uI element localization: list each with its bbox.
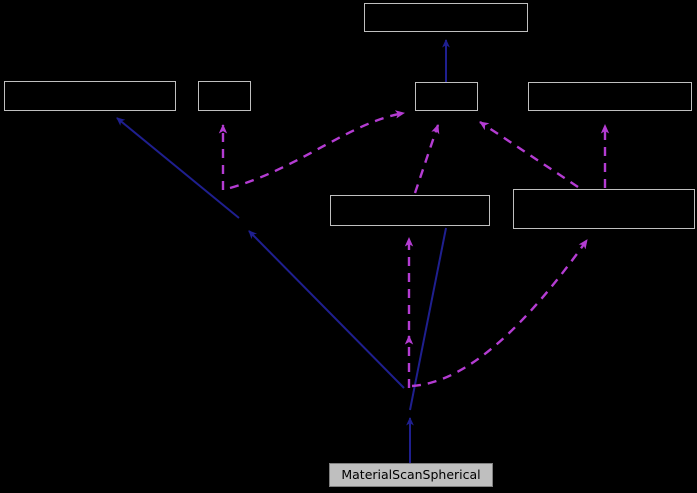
class-node-row2-small[interactable] <box>198 81 251 111</box>
edge-inheritance-row2-left <box>116 117 405 389</box>
edge-usage-junction-to-center <box>229 110 405 190</box>
class-node-top-center[interactable] <box>364 3 528 32</box>
class-node-row3-center[interactable] <box>330 195 490 226</box>
edge-usage-bottom-to-row3right <box>411 239 588 388</box>
edge-usage-row3center-to-row2center <box>413 124 440 194</box>
class-node-label: MaterialScanSpherical <box>341 466 481 482</box>
class-node-row2-right[interactable] <box>528 82 692 111</box>
edge-usage-row3right-to-row2center <box>479 120 579 189</box>
class-node-material-scan-spherical[interactable]: MaterialScanSpherical <box>329 463 493 487</box>
class-node-row2-center[interactable] <box>415 82 478 111</box>
class-node-row2-left[interactable] <box>4 81 176 111</box>
class-node-row3-right[interactable] <box>513 189 695 229</box>
